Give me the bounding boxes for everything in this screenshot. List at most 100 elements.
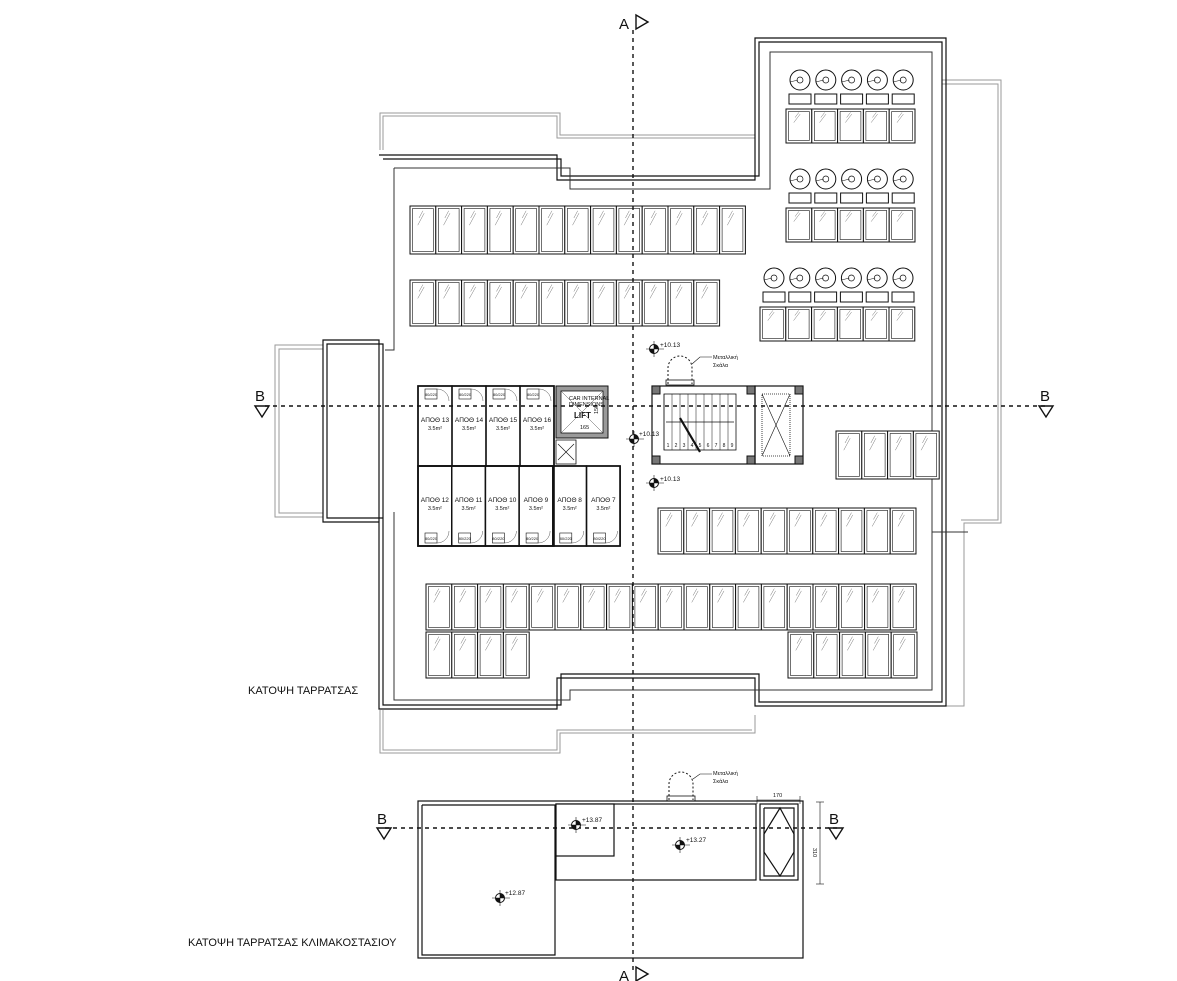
level-marker (646, 475, 664, 491)
solar-panel (912, 430, 940, 480)
solar-panel (786, 583, 814, 631)
solar-panel (615, 279, 643, 327)
solar-panel (888, 108, 916, 144)
solar-panel (435, 279, 463, 327)
metal-ladder-note-1b: Σκάλα (713, 362, 729, 369)
roof-outline (322, 37, 947, 710)
storage-room: ΑΠΟΘ 12 3.5m² 80/220 (417, 465, 453, 547)
door-tag: 80/220 (459, 392, 472, 397)
solar-panel (734, 507, 762, 555)
door-tag: 80/220 (526, 536, 539, 541)
storage-room-name: ΑΠΟΘ 12 (421, 497, 450, 504)
storage-room-area: 3.5m² (462, 506, 476, 512)
solar-panel (451, 631, 479, 679)
section-arrows (253, 13, 1055, 981)
solar-panel (760, 507, 788, 555)
level-marker (646, 341, 664, 357)
water-heater (865, 69, 889, 105)
solar-panel (502, 631, 530, 679)
door-mark (593, 532, 606, 544)
door-swing (605, 530, 618, 544)
staircase (651, 355, 804, 465)
storage-room-name: ΑΠΟΘ 7 (591, 497, 616, 504)
metal-ladder-note-1a: Μεταλλική (713, 354, 738, 361)
level-upper: +10.13 (660, 342, 680, 349)
solar-panel (425, 631, 453, 679)
roof-plan-title: ΚΑΤΟΨΗ ΤΑΡΡΑΤΣΑΣ (248, 685, 358, 697)
solar-panel (693, 279, 721, 327)
solar-panel (811, 207, 839, 243)
stair-number: 8 (723, 443, 726, 449)
door-tag: 80/220 (425, 536, 438, 541)
door-mark (458, 388, 472, 400)
lift-car-label-2: DIMENSIONS (569, 402, 604, 408)
solar-panel (461, 205, 488, 255)
solar-panel (486, 205, 514, 255)
stair-number: 7 (715, 443, 718, 449)
solar-panel (606, 583, 633, 631)
level-marker (568, 817, 586, 833)
stair-number: 9 (731, 443, 734, 449)
water-heater (788, 168, 812, 204)
water-heater (891, 267, 915, 303)
water-heater (788, 267, 812, 303)
solar-panel (835, 430, 863, 480)
solar-panel (864, 631, 892, 679)
solar-panel (512, 279, 540, 327)
door-tag: 80/220 (560, 536, 573, 541)
solar-panel (864, 583, 891, 631)
solar-panel (837, 207, 864, 243)
storage-room-area: 3.5m² (596, 506, 610, 512)
storage-room-name: ΑΠΟΘ 14 (455, 417, 484, 424)
water-heater (891, 69, 915, 105)
solar-panel (812, 507, 840, 555)
solar-panel (477, 631, 504, 679)
storage-room-area: 3.5m² (462, 426, 476, 432)
storage-room-name: ΑΠΟΘ 15 (489, 417, 518, 424)
section-a-bottom: A (619, 968, 629, 981)
solar-panel (785, 306, 813, 342)
stair-number: 4 (691, 443, 694, 449)
solar-panel (683, 507, 711, 555)
lift-shaft (555, 385, 609, 465)
door-swing (504, 388, 518, 402)
stair-number: 2 (675, 443, 678, 449)
storage-room-name: ΑΠΟΘ 11 (455, 497, 483, 504)
water-heater (891, 168, 915, 204)
solar-panel (836, 306, 864, 342)
solar-panel (759, 306, 787, 342)
solar-panel (615, 205, 643, 255)
solar-panel (787, 631, 815, 679)
level-lower: +10.13 (660, 476, 680, 483)
storage-room-area: 3.5m² (496, 426, 510, 432)
storage-room: ΑΠΟΘ 14 3.5m² 80/220 (451, 385, 487, 467)
storage-room-area: 3.5m² (530, 426, 544, 432)
solar-panel (862, 207, 890, 243)
note-leaders (691, 356, 712, 780)
level-stair-top: +13.87 (582, 817, 602, 824)
solar-panel (813, 631, 841, 679)
solar-panel (760, 583, 788, 631)
stair-number: 6 (707, 443, 710, 449)
level-marker (492, 890, 510, 906)
dimension-width: 170 (773, 793, 782, 799)
door-tag: 80/220 (492, 536, 505, 541)
solar-panel (719, 205, 746, 255)
storage-room-area: 3.5m² (428, 426, 442, 432)
parapet-outline (274, 79, 1002, 754)
water-heater (814, 267, 838, 303)
storage-room-area: 3.5m² (428, 506, 442, 512)
section-b-lower-right: B (829, 811, 839, 828)
solar-panel (538, 279, 566, 327)
section-lines (265, 30, 1045, 970)
door-swing (571, 530, 585, 544)
solar-panel (512, 205, 540, 255)
solar-panel-arrays (409, 108, 940, 679)
door-mark (525, 532, 539, 544)
door-tag: 80/220 (459, 536, 472, 541)
